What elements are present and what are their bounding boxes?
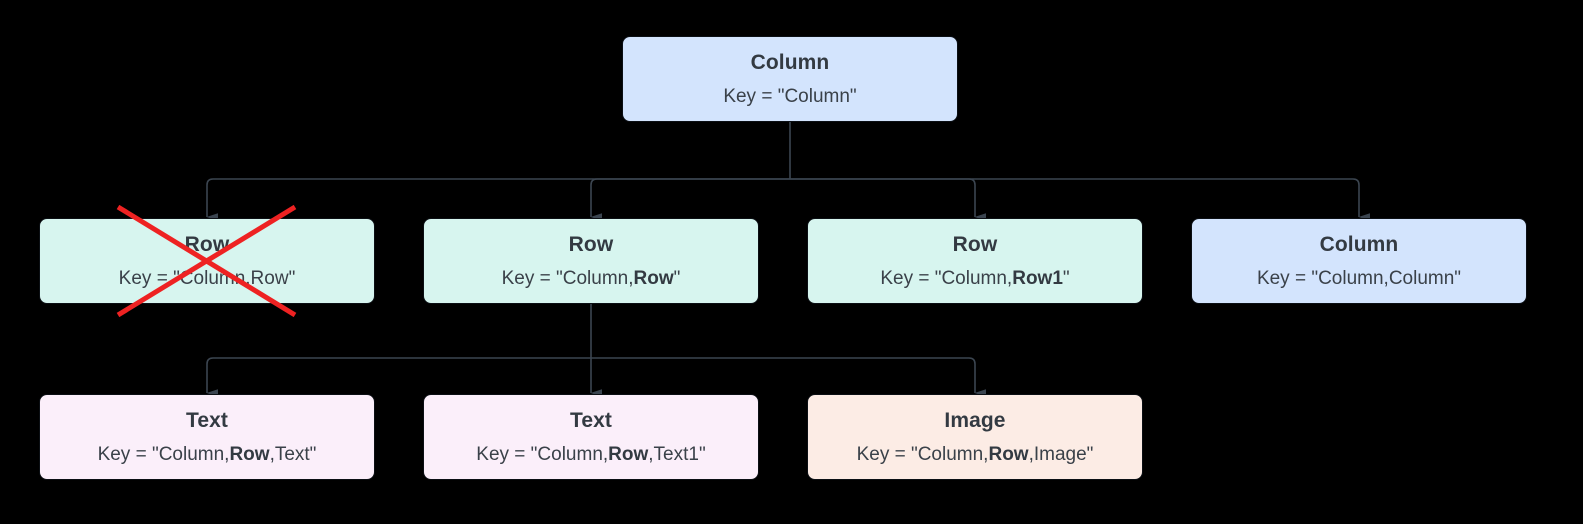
node-key-prefix: Key = "Column, <box>856 443 989 465</box>
node-title: Row <box>184 232 230 256</box>
node-key-label: Key = "Column" <box>723 85 857 108</box>
node-key-highlight: Row <box>229 443 270 465</box>
edge-connector <box>590 178 790 221</box>
node-key-label: Key = "Column,Row" <box>118 267 296 290</box>
node-title: Text <box>569 408 613 432</box>
node-title: Row <box>568 232 614 256</box>
node-key-label: Key = "Column,Row,Text" <box>97 443 317 466</box>
node-key-prefix: Key = "Column, <box>880 267 1013 289</box>
node-title: Image <box>944 408 1006 432</box>
edge-connector <box>790 178 1370 221</box>
node-title: Row <box>952 232 998 256</box>
edge-connector <box>206 178 790 221</box>
node-key-highlight: Row <box>988 443 1029 465</box>
node-key-suffix: " <box>1454 267 1462 289</box>
edge-connector <box>790 178 986 221</box>
node-key-prefix: Key = "Column, <box>501 267 634 289</box>
node-key-label: Key = "Column,Row,Image" <box>856 443 1094 466</box>
node-key-suffix: ,Text" <box>269 443 317 465</box>
node-key-label: Key = "Column,Row" <box>501 267 681 290</box>
node-key-suffix: " <box>849 85 857 107</box>
edge-connector <box>206 357 591 397</box>
node-key-prefix: Key = "Column, <box>97 443 230 465</box>
node-key-highlight: Row1 <box>1012 267 1063 289</box>
node-key-highlight: Row <box>633 267 674 289</box>
node-key-suffix: " <box>288 267 296 289</box>
node-key-label: Key = "Column,Column" <box>1256 267 1462 290</box>
node-key-prefix: Key = "Column,Row <box>118 267 289 289</box>
node-key-label: Key = "Column,Row,Text1" <box>476 443 706 466</box>
node-key-suffix: ,Text1" <box>648 443 706 465</box>
node-key-prefix: Key = "Column, <box>476 443 609 465</box>
node-title: Column <box>750 50 830 74</box>
node-key-prefix: Key = "Column,Column <box>1256 267 1455 289</box>
node-key-prefix: Key = "Column <box>723 85 850 107</box>
node-key-suffix: ,Image" <box>1028 443 1094 465</box>
node-title: Column <box>1319 232 1399 256</box>
node-key-label: Key = "Column,Row1" <box>880 267 1070 290</box>
node-key-highlight: Row <box>608 443 649 465</box>
node-key-suffix: " <box>1062 267 1070 289</box>
node-key-suffix: " <box>673 267 681 289</box>
node-title: Text <box>185 408 229 432</box>
edge-connector <box>591 357 986 397</box>
